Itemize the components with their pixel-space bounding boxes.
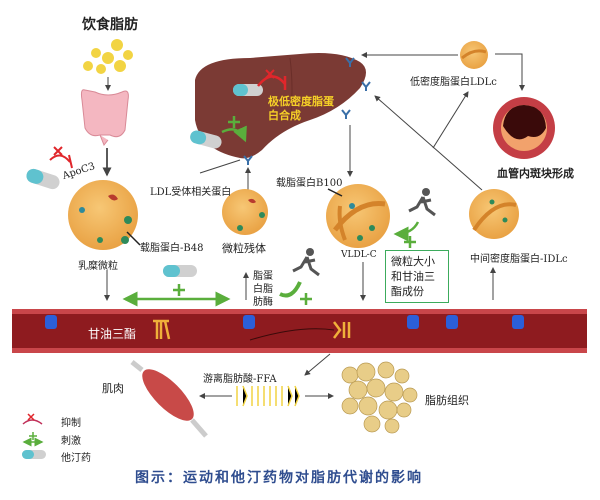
statin-pill-icon xyxy=(22,450,46,459)
statin-pill-icon xyxy=(190,130,222,149)
label-muscle: 肌肉 xyxy=(102,382,124,395)
stimulate-receptor-icon xyxy=(221,116,247,143)
legend-label-inhibit: 抑制 xyxy=(61,418,81,429)
plus-icon xyxy=(173,284,185,296)
label-ldl: 低密度脂蛋白LDLc xyxy=(410,77,497,88)
label-chylomicron-remnant: 微粒残体 xyxy=(222,242,266,255)
runner-icon xyxy=(408,188,436,217)
label-ffa: 游离脂肪酸-FFA xyxy=(203,374,277,385)
idl-particle xyxy=(469,189,519,239)
ldl-particle xyxy=(460,41,488,69)
chylomicron-particle xyxy=(68,180,138,250)
apob48-pointer xyxy=(126,231,141,246)
muscle-icon xyxy=(130,360,208,438)
stimulate-icon xyxy=(22,432,44,447)
fat-droplets xyxy=(83,39,133,74)
runner-icon xyxy=(292,248,320,277)
apob100-pointer xyxy=(327,188,343,197)
label-lipoprotein-lipase: 脂蛋白脂肪酶 xyxy=(253,271,273,308)
ldl-receptor-icons xyxy=(243,57,371,165)
inhibit-icon xyxy=(22,413,43,425)
blood-vessel xyxy=(12,309,587,353)
label-adipose: 脂肪组织 xyxy=(425,394,469,407)
vldl-particle xyxy=(326,184,390,248)
stimulate-vldl-arrow xyxy=(393,221,420,242)
label-apob100: 载脂蛋白B100 xyxy=(276,178,343,189)
arrow-idl-to-liver xyxy=(374,95,483,191)
label-idl: 中间密度脂蛋白-IDLc xyxy=(470,254,568,265)
label-chylomicron: 乳糜微粒 xyxy=(78,261,118,272)
label-vldl-synthesis: 极低密度脂蛋白合成 xyxy=(268,95,334,122)
label-vldl: VLDL-C xyxy=(341,250,377,260)
arrow-ldl-to-plaque xyxy=(495,53,525,91)
label-triglyceride: 甘油三酯 xyxy=(88,327,137,341)
arrow-vessel-to-ffa xyxy=(304,353,331,376)
arrow-idl-to-ldl xyxy=(432,91,469,149)
statin-pill-icon xyxy=(26,168,60,190)
label-ldl-receptor-protein: LDL受体相关蛋白 xyxy=(150,187,232,198)
statin-pill-icon xyxy=(233,84,263,96)
label-apob48: 载脂蛋白-B48 xyxy=(140,243,204,254)
ffa-icon xyxy=(236,385,300,407)
hydrolysis-line xyxy=(249,328,335,341)
plus-icon xyxy=(404,236,416,248)
label-dietary-fat: 饮食脂肪 xyxy=(82,17,138,33)
adipose-tissue-icon xyxy=(341,361,418,434)
legend-label-statin: 他汀药 xyxy=(61,453,91,464)
apoc3-inhibit-icon xyxy=(49,146,73,169)
label-plaque: 血管内斑块形成 xyxy=(497,167,574,180)
remnant-particle xyxy=(222,189,268,235)
ldl-receptor-pointer xyxy=(199,159,241,174)
figure-title: 图示：运动和他汀药物对脂肪代谢的影响 xyxy=(135,470,423,486)
lipase-icons xyxy=(45,315,524,329)
inhibit-vldl-icon xyxy=(257,69,287,90)
particle-size-box: 微粒大小和甘油三酯成份 xyxy=(385,250,449,303)
legend-label-stimulate: 刺激 xyxy=(61,436,81,447)
plus-icon xyxy=(300,293,312,305)
statin-pill-icon xyxy=(163,265,197,277)
fatty-acid-split-icon xyxy=(333,321,351,339)
intestine-icon xyxy=(80,89,129,146)
plaque-vessel-icon xyxy=(493,97,555,159)
stimulate-lpl-arrow xyxy=(279,281,302,298)
triglyceride-icon xyxy=(153,319,171,340)
